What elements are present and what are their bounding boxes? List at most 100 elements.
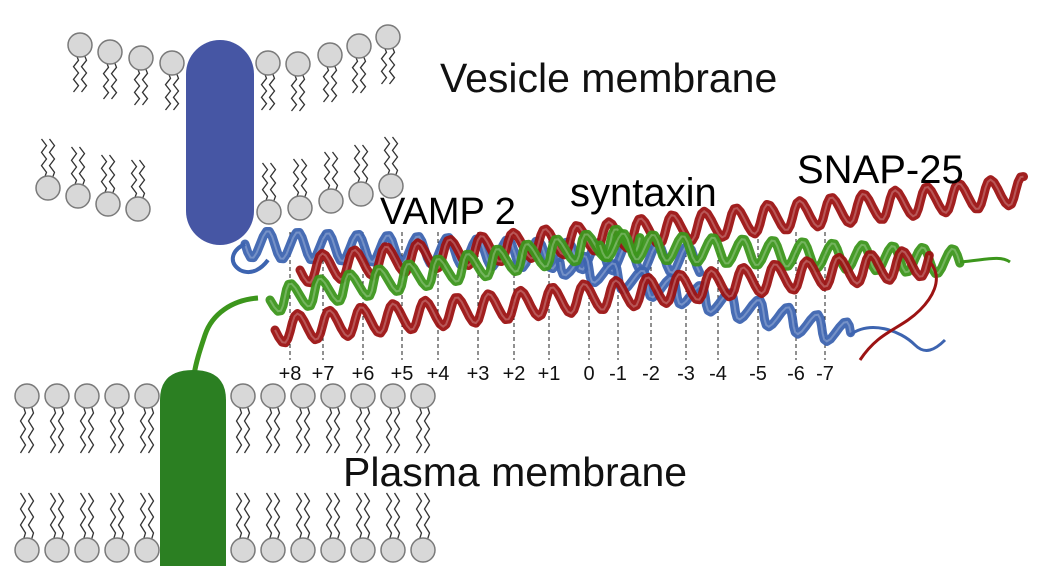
- lipid-tail: [325, 404, 333, 454]
- lipid-tail: [361, 144, 369, 186]
- lipid-head: [134, 537, 160, 563]
- lipid-head: [14, 383, 40, 409]
- layer-label: -2: [642, 363, 660, 385]
- lipid-tail: [48, 138, 56, 180]
- vamp-2-label: VAMP 2: [380, 191, 516, 233]
- syntaxin-helix: [265, 224, 645, 316]
- layer-label: +5: [390, 363, 414, 385]
- lipid-head: [256, 199, 282, 225]
- lipid-head: [318, 188, 344, 214]
- lipid-tail: [147, 404, 155, 454]
- layer-label: +6: [351, 363, 375, 385]
- lipid-head: [320, 537, 346, 563]
- lipid-tail: [80, 53, 88, 93]
- lipid-tail: [108, 154, 116, 196]
- lipid-head: [159, 50, 185, 76]
- lipid-tail: [72, 53, 80, 93]
- lipid-head: [44, 537, 70, 563]
- syntaxin-label: syntaxin: [570, 171, 717, 215]
- lipid-tail: [100, 154, 108, 196]
- lipid-tail: [109, 492, 117, 542]
- lipid-tail: [139, 492, 147, 542]
- lipid-tail: [385, 404, 393, 454]
- lipid-head: [375, 24, 401, 50]
- lipid-tail: [295, 492, 303, 542]
- snap-25-helix-2: [270, 246, 934, 348]
- lipid-head: [380, 383, 406, 409]
- lipid-tail: [325, 492, 333, 542]
- lipid-tail: [110, 60, 118, 100]
- lipid-tail: [19, 492, 27, 542]
- lipid-tail: [172, 71, 180, 111]
- snap-25-helix-1: [295, 172, 1028, 288]
- lipid-head: [104, 383, 130, 409]
- lipid-tail: [423, 404, 431, 454]
- vamp-n-tail: [230, 242, 270, 275]
- layer-label: -6: [787, 363, 805, 385]
- syntaxin-helix-highlight: [269, 228, 641, 313]
- snap-25-label: SNAP-25: [797, 148, 964, 192]
- lipid-tail: [380, 45, 388, 85]
- layer-label: 0: [583, 363, 595, 385]
- lipid-tail: [295, 404, 303, 454]
- lipid-tail: [273, 404, 281, 454]
- lipid-tail: [323, 151, 331, 193]
- snare-helix-bundle: [230, 172, 1028, 361]
- snap-25-tail: [858, 261, 938, 361]
- lipid-tail: [133, 66, 141, 106]
- lipid-head: [317, 42, 343, 68]
- lipid-head: [378, 173, 404, 199]
- lipid-tail: [138, 159, 146, 201]
- lipid-tail: [57, 404, 65, 454]
- lipid-tail: [383, 136, 391, 178]
- lipid-tail: [261, 162, 269, 204]
- lipid-tail: [391, 136, 399, 178]
- lipid-tail: [298, 72, 306, 112]
- layer-label: +8: [278, 363, 302, 385]
- layer-label: +1: [537, 363, 561, 385]
- lipid-tail: [102, 60, 110, 100]
- lipid-tail: [355, 492, 363, 542]
- vamp-tail: [849, 326, 947, 352]
- lipid-head: [260, 383, 286, 409]
- layer-label: +2: [502, 363, 526, 385]
- lipid-tail: [109, 404, 117, 454]
- lipid-tail: [164, 71, 172, 111]
- lipid-tail: [19, 404, 27, 454]
- lipid-head: [97, 39, 123, 65]
- lipid-tail: [300, 158, 308, 200]
- lipid-tail: [79, 492, 87, 542]
- transmembrane-domains: [160, 40, 259, 566]
- lipid-tail: [363, 492, 371, 542]
- lipid-head: [35, 175, 61, 201]
- lipid-tail: [40, 138, 48, 180]
- lipid-tail: [79, 404, 87, 454]
- layer-label: -1: [609, 363, 627, 385]
- vesicle-membrane-bilayer: [35, 24, 404, 225]
- lipid-tail: [290, 72, 298, 112]
- lipid-tail: [147, 492, 155, 542]
- lipid-tail: [78, 146, 86, 188]
- lipid-tail: [49, 404, 57, 454]
- lipid-head: [410, 537, 436, 563]
- lipid-head: [255, 50, 281, 76]
- lipid-tail: [322, 63, 330, 103]
- lipid-tail: [388, 45, 396, 85]
- lipid-tail: [351, 54, 359, 94]
- lipid-tail: [243, 492, 251, 542]
- lipid-head: [350, 383, 376, 409]
- lipid-head: [290, 383, 316, 409]
- lipid-head: [128, 45, 154, 71]
- lipid-tail: [423, 492, 431, 542]
- lipid-head: [74, 537, 100, 563]
- lipid-tail: [117, 492, 125, 542]
- lipid-tail: [265, 492, 273, 542]
- layer-label: -7: [816, 363, 834, 385]
- lipid-head: [14, 537, 40, 563]
- lipid-tail: [393, 492, 401, 542]
- lipid-tail: [70, 146, 78, 188]
- plasma-membrane-bilayer: [14, 383, 436, 563]
- snap-25-helix-1-highlight: [299, 175, 1024, 284]
- lipid-head: [67, 32, 93, 58]
